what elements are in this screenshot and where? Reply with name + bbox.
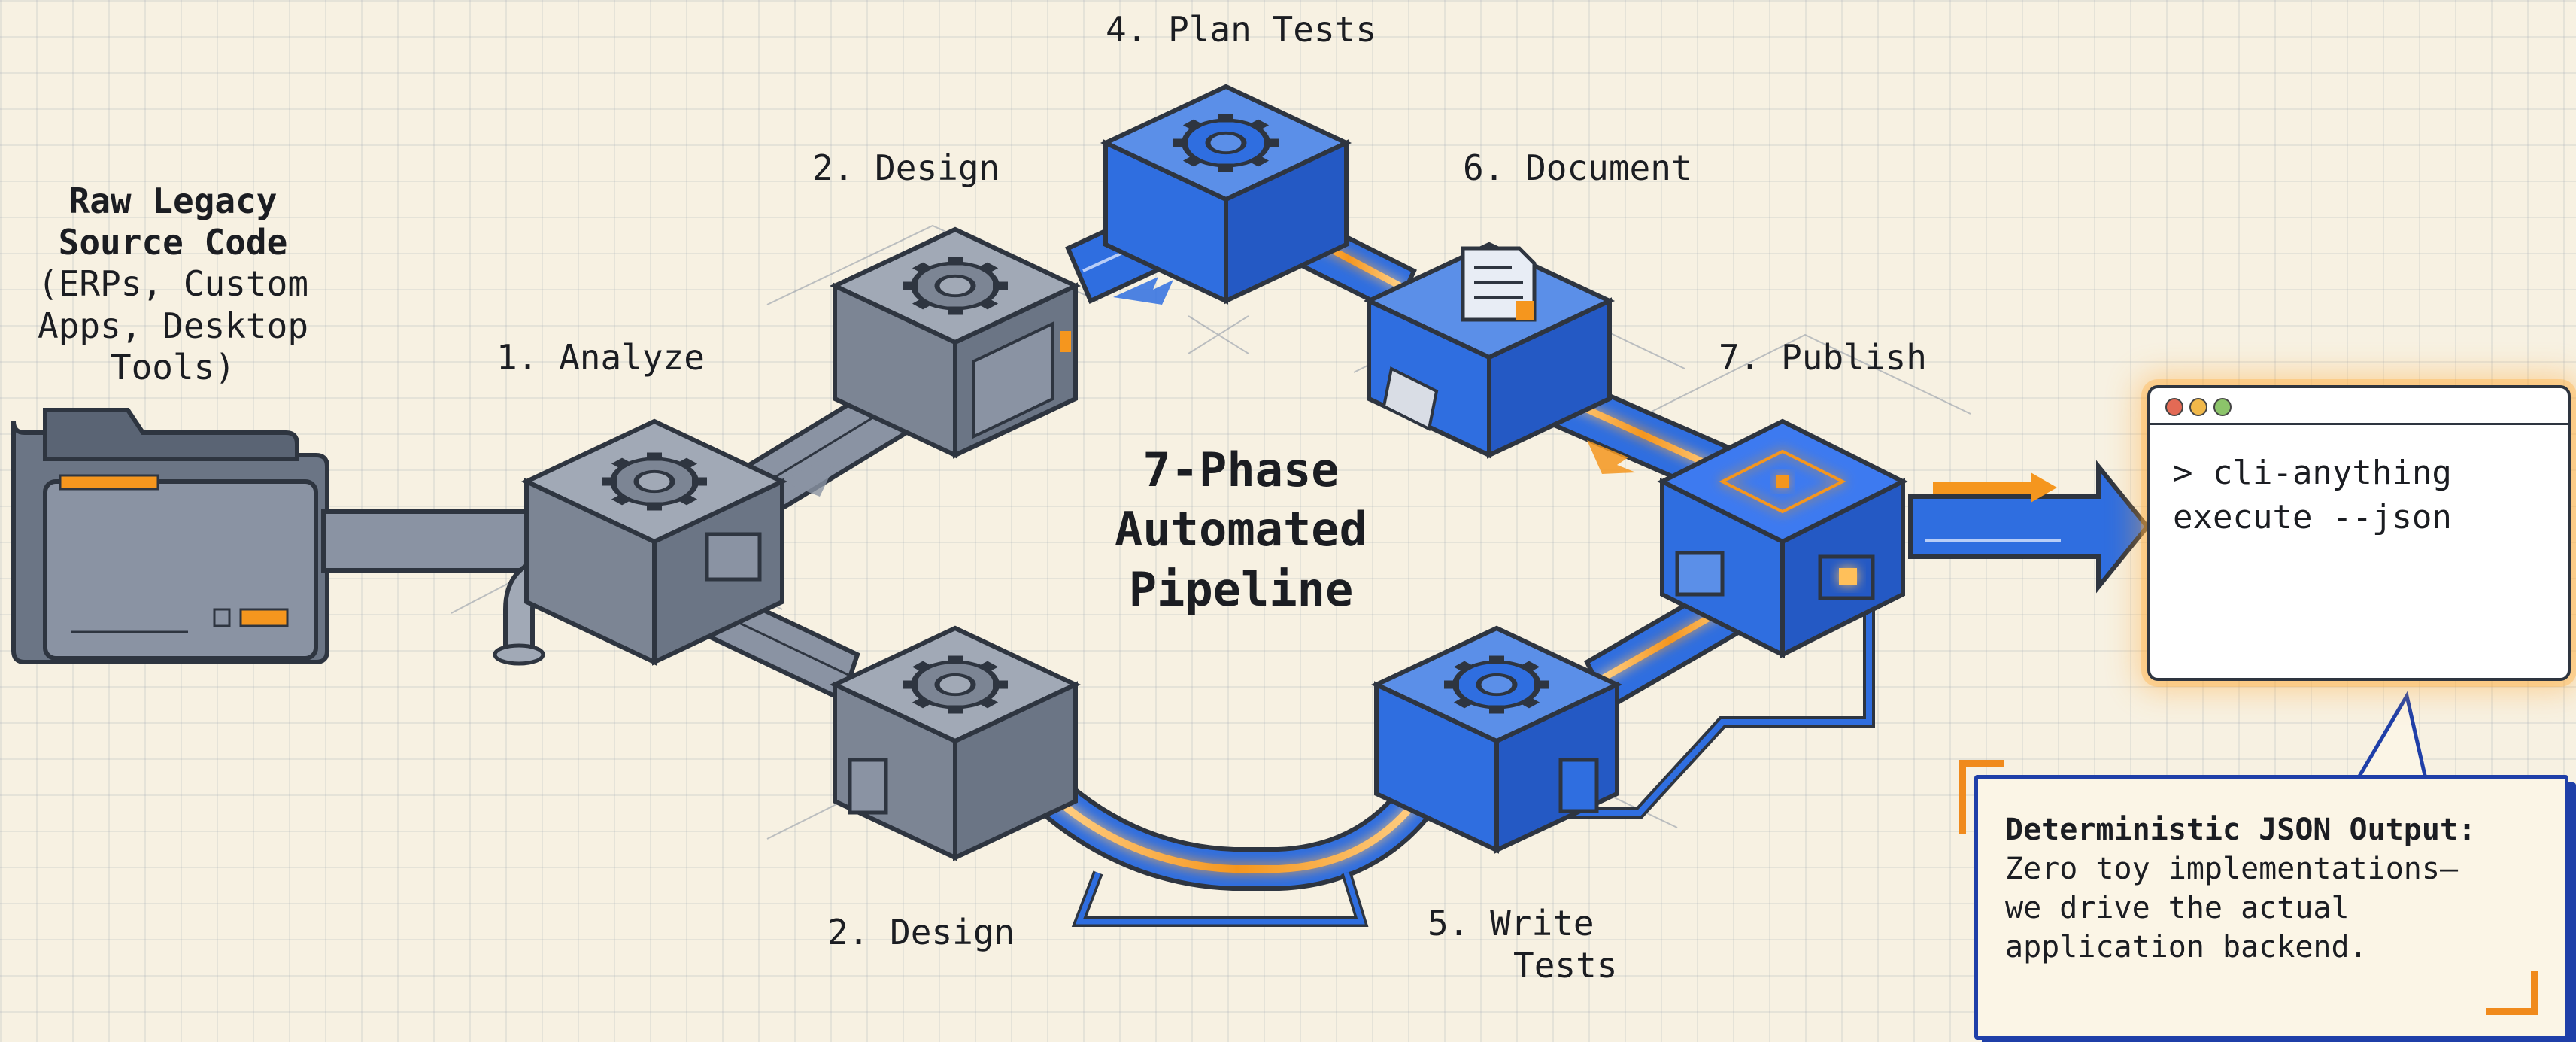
close-dot-icon (2165, 398, 2183, 416)
callout-corner-accent (2486, 971, 2538, 1015)
gear-icon (1444, 655, 1549, 714)
pipeline-title-line3: Pipeline (1128, 561, 1354, 617)
phase-label-plan-tests: 4. Plan Tests (1106, 9, 1377, 50)
minimize-dot-icon (2189, 398, 2207, 416)
phase-label-design-bottom: 2. Design (827, 912, 1015, 952)
document-icon (1461, 246, 1537, 322)
connector-design-writetests (1024, 761, 1451, 927)
source-detail-line1: (ERPs, Custom (37, 263, 309, 305)
callout-heading: Deterministic JSON Output: (2005, 813, 2477, 847)
source-title-line2: Source Code (58, 222, 288, 263)
output-callout: Deterministic JSON Output: Zero toy impl… (1974, 775, 2568, 1040)
publish-feedback-loop (1534, 594, 1875, 819)
pipeline-title: 7-Phase Automated Pipeline (1083, 440, 1399, 619)
phase-label-document: 6. Document (1463, 147, 1692, 188)
phase-label-design-top: 2. Design (812, 147, 1000, 188)
callout-text: Deterministic JSON Output: Zero toy impl… (2005, 810, 2547, 967)
terminal-title-bar (2150, 388, 2568, 425)
source-detail-line2: Apps, Desktop (37, 305, 309, 346)
module-plan-tests (1100, 84, 1352, 305)
phase-label-publish: 7. Publish (1719, 337, 1927, 378)
callout-body-line3: application backend. (2005, 930, 2368, 965)
source-code-label: Raw Legacy Source Code (ERPs, Custom App… (15, 181, 331, 388)
terminal-line1: > cli-anything (2173, 454, 2452, 492)
input-pipe (321, 509, 536, 573)
terminal-command: > cli-anything execute --json (2150, 425, 2568, 566)
flow-arrow (1587, 440, 1636, 474)
pipeline-title-line2: Automated (1115, 502, 1367, 557)
callout-corner-accent (1959, 760, 2004, 834)
module-analyze (520, 418, 788, 666)
gear-icon (903, 257, 1008, 315)
arrow-right-icon (1908, 460, 2150, 594)
module-design-bottom (829, 625, 1082, 861)
callout-body-line1: Zero toy implementations— (2005, 852, 2459, 886)
module-document (1363, 242, 1616, 459)
gear-icon (903, 655, 1008, 714)
gear-icon (602, 452, 707, 511)
flow-arrow (782, 460, 835, 497)
module-design-top (829, 226, 1082, 459)
phase-label-write-tests-line2: Tests (1513, 945, 1618, 986)
pipeline-title-line1: 7-Phase (1142, 442, 1340, 497)
phase-label-write-tests: 5. Write (1428, 903, 1594, 943)
terminal-line2: execute --json (2173, 498, 2452, 537)
callout-body-line2: we drive the actual (2005, 891, 2350, 925)
maximize-dot-icon (2213, 398, 2232, 416)
folder-icon (11, 408, 329, 664)
source-title-line1: Raw Legacy (68, 181, 278, 221)
source-detail-line3: Tools) (110, 346, 236, 387)
module-publish (1657, 418, 1908, 658)
terminal-icon: > cli-anything execute --json (2147, 385, 2571, 681)
gear-icon (1173, 114, 1279, 172)
phase-label-analyze: 1. Analyze (496, 337, 705, 378)
module-write-tests (1370, 625, 1623, 854)
callout-tail (2354, 691, 2429, 781)
flow-arrow (1113, 277, 1173, 305)
